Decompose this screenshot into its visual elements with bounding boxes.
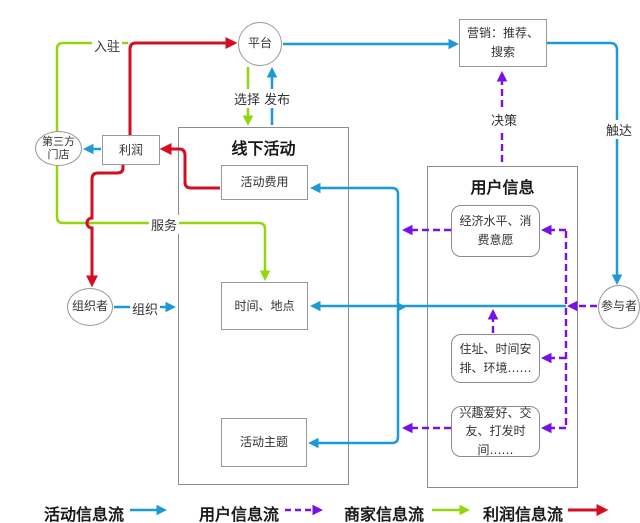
junction-arrow [397,302,406,312]
edge-branch-to-theme [308,306,400,449]
participant-node: 参与者 [598,285,640,329]
store-label-line2: 门店 [47,147,70,161]
store-label-line1: 第三方 [42,134,75,148]
organizer-label: 组织者 [71,299,108,314]
edge-store-join-service [55,41,271,281]
legend-merchant-label: 商家信息流 [344,505,425,523]
edge-reach-marketing-to-participant [546,41,623,285]
platform-label: 平台 [247,36,272,51]
reach-edge-label: 触达 [604,120,635,139]
marketing-node: 营销：推荐、搜索 [459,19,547,67]
join-edge-label: 入驻 [92,36,123,55]
participant-label: 参与者 [600,299,637,314]
legend-profit-label: 利润信息流 [483,505,564,523]
profit-node: 利润 [102,135,160,165]
time-place-node: 时间、地点 [221,282,308,330]
cost-node: 活动费用 [221,165,308,200]
legend-user-label: 用户信息流 [199,505,280,523]
platform-node: 平台 [238,22,282,66]
theme-node: 活动主题 [221,418,307,467]
legend-activity-label: 活动信息流 [44,505,125,523]
edge-cost-to-profit [159,143,220,190]
edge-profit-to-organizer [85,165,125,288]
third-party-store-node: 第三方 门店 [35,131,82,166]
organize-edge-label: 组织 [130,299,161,318]
address-node: 住址、时间安排、环境…… [451,334,540,383]
decision-edge-label: 决策 [489,110,520,129]
edge-branch-to-cost [310,182,400,306]
user-info-title: 用户信息 [470,178,535,197]
economy-node: 经济水平、消费意愿 [451,205,540,257]
organizer-node: 组织者 [67,288,113,326]
select-publish-edge-label: 选择 发布 [232,89,293,108]
service-edge-label: 服务 [149,215,180,234]
interest-node: 兴趣爱好、交友、打发时间…… [451,406,540,457]
edge-profit-to-platform [128,37,238,135]
offline-activity-title: 线下活动 [231,139,296,158]
